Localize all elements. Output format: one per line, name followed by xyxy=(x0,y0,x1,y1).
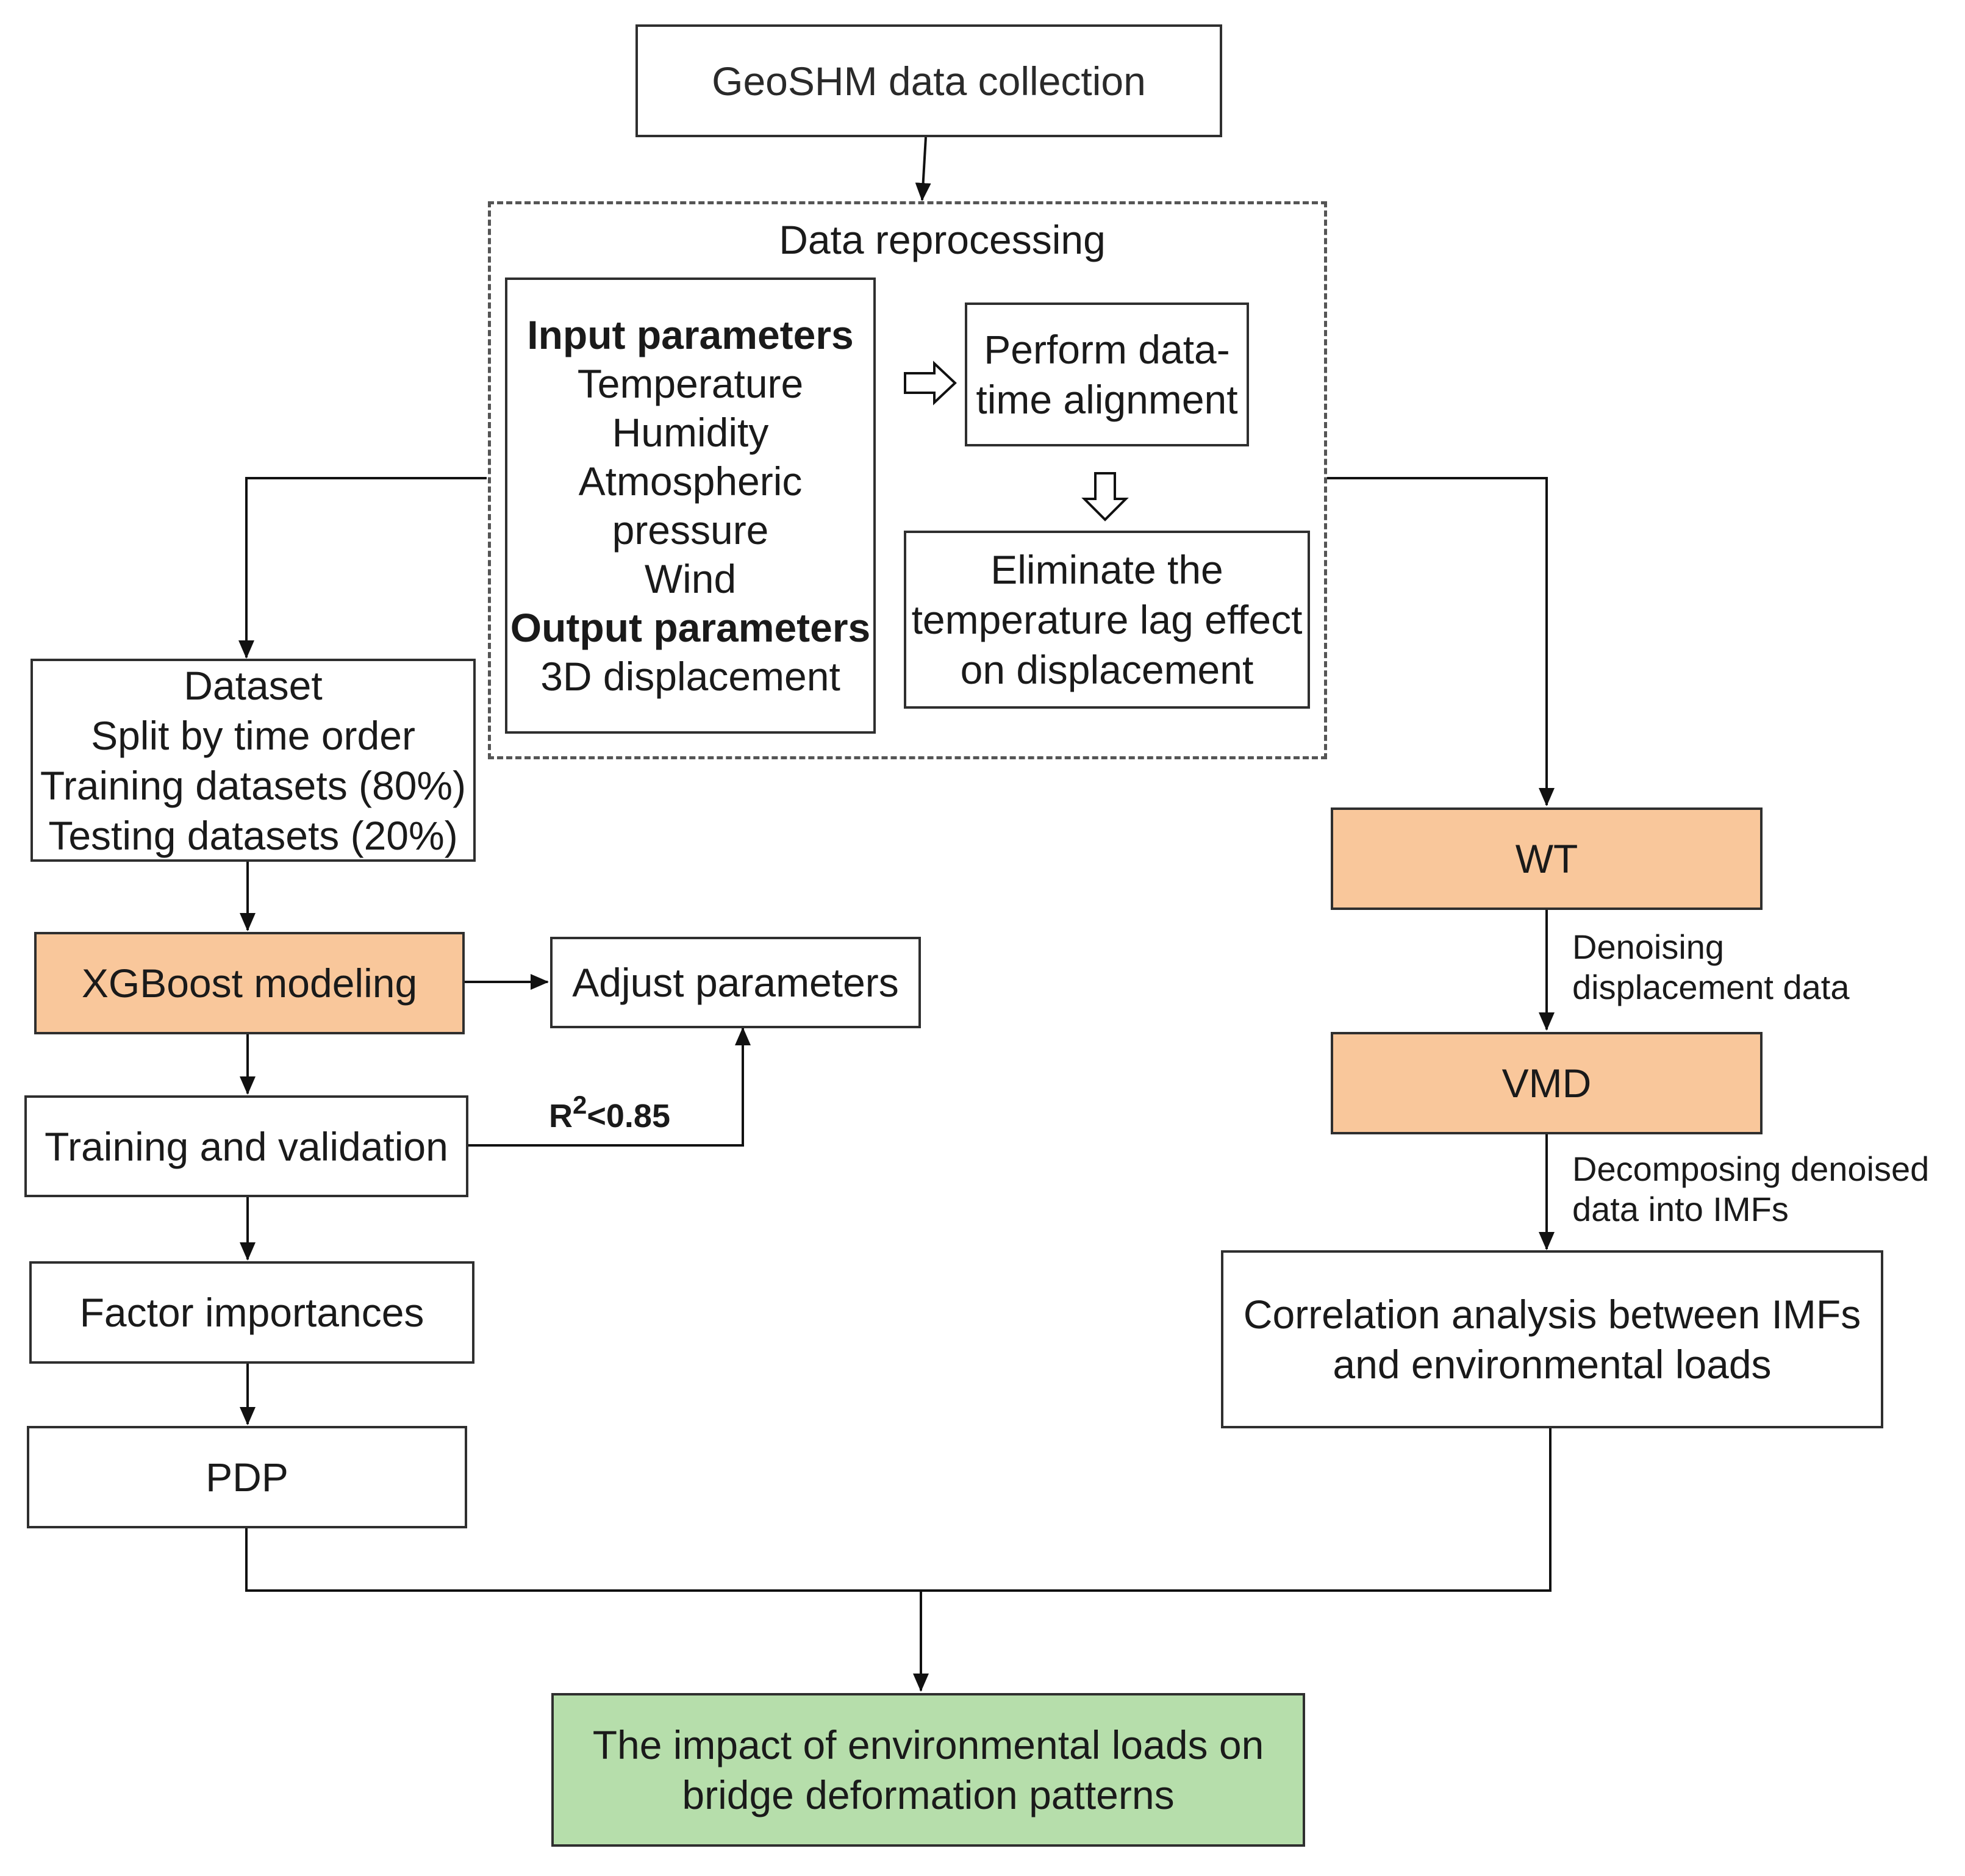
time-alignment-line: Perform data- xyxy=(984,327,1230,372)
vmd-label: VMD xyxy=(1501,1061,1592,1106)
eliminate-lag-line: temperature lag effect xyxy=(911,597,1303,642)
training-validation-box: Training and validation xyxy=(24,1095,468,1197)
impact-result-box: The impact of environmental loads on bri… xyxy=(551,1693,1305,1847)
decomposing-edge-line: Decomposing denoised xyxy=(1572,1150,1930,1188)
time-alignment-box: Perform data- time alignment xyxy=(965,303,1249,446)
correlation-analysis-box: Correlation analysis between IMFs and en… xyxy=(1221,1250,1883,1428)
dataset-line: Training datasets (80%) xyxy=(40,762,467,808)
hollow-arrow-right xyxy=(904,360,957,406)
xgboost-modeling-box: XGBoost modeling xyxy=(34,932,465,1034)
denoising-edge-line: displacement data xyxy=(1572,968,1850,1006)
edge-preprocess-to-wt xyxy=(1327,477,1555,806)
correlation-line: and environmental loads xyxy=(1333,1342,1772,1387)
input-param-item: Atmospheric xyxy=(578,459,803,504)
dataset-line: Testing datasets (20%) xyxy=(48,812,458,858)
correlation-line: Correlation analysis between IMFs xyxy=(1243,1292,1861,1337)
edge-pdp-merge xyxy=(245,1427,1552,1592)
dataset-line: Dataset xyxy=(184,662,323,708)
r2-exponent: 2 xyxy=(573,1090,587,1119)
input-param-item: Humidity xyxy=(612,410,769,455)
parameters-box: Input parameters Temperature Humidity At… xyxy=(505,277,876,734)
r2-suffix: <0.85 xyxy=(587,1098,670,1134)
impact-line: bridge deformation patterns xyxy=(682,1772,1175,1817)
input-param-item: Wind xyxy=(644,556,737,601)
data-preprocessing-group xyxy=(488,201,1327,759)
eliminate-lag-box: Eliminate the temperature lag effect on … xyxy=(904,531,1310,709)
geoshm-label: GeoSHM data collection xyxy=(712,58,1146,104)
eliminate-lag-line: on displacement xyxy=(960,647,1254,692)
denoising-edge-label: Denoising displacement data xyxy=(1572,927,1850,1008)
decomposing-edge-label: Decomposing denoised data into IMFs xyxy=(1572,1149,1929,1230)
wt-label: WT xyxy=(1515,836,1578,881)
output-parameters-heading: Output parameters xyxy=(510,605,871,650)
geoshm-data-collection-box: GeoSHM data collection xyxy=(635,24,1222,137)
edge-geoshm-to-preprocess xyxy=(915,137,931,201)
r2-prefix: R xyxy=(549,1098,573,1134)
factor-importances-box: Factor importances xyxy=(29,1261,474,1364)
pdp-label: PDP xyxy=(206,1455,288,1500)
adjust-parameters-label: Adjust parameters xyxy=(572,960,899,1005)
r2-threshold-label: R2<0.85 xyxy=(549,1090,670,1135)
edge-preprocess-to-dataset xyxy=(238,477,487,659)
input-parameters-heading: Input parameters xyxy=(527,312,854,357)
adjust-parameters-box: Adjust parameters xyxy=(550,937,921,1028)
impact-line: The impact of environmental loads on xyxy=(592,1722,1264,1767)
training-validation-label: Training and validation xyxy=(45,1123,448,1169)
eliminate-lag-line: Eliminate the xyxy=(990,547,1223,592)
dataset-box: Dataset Split by time order Training dat… xyxy=(30,659,476,862)
input-param-item: pressure xyxy=(612,507,769,553)
data-preprocessing-title: Data reprocessing xyxy=(779,217,1106,262)
time-alignment-line: time alignment xyxy=(976,377,1238,422)
vmd-box: VMD xyxy=(1331,1032,1763,1134)
pdp-box: PDP xyxy=(27,1426,467,1528)
dataset-line: Split by time order xyxy=(91,712,415,758)
xgboost-label: XGBoost modeling xyxy=(81,961,418,1006)
hollow-arrow-down xyxy=(1081,472,1129,521)
factor-importances-label: Factor importances xyxy=(79,1290,424,1335)
output-param-item: 3D displacement xyxy=(540,654,840,699)
decomposing-edge-line: data into IMFs xyxy=(1572,1190,1789,1228)
edge-training-to-adjust xyxy=(468,1027,751,1147)
input-param-item: Temperature xyxy=(577,361,804,406)
denoising-edge-line: Denoising xyxy=(1572,928,1725,966)
wt-box: WT xyxy=(1331,807,1763,910)
